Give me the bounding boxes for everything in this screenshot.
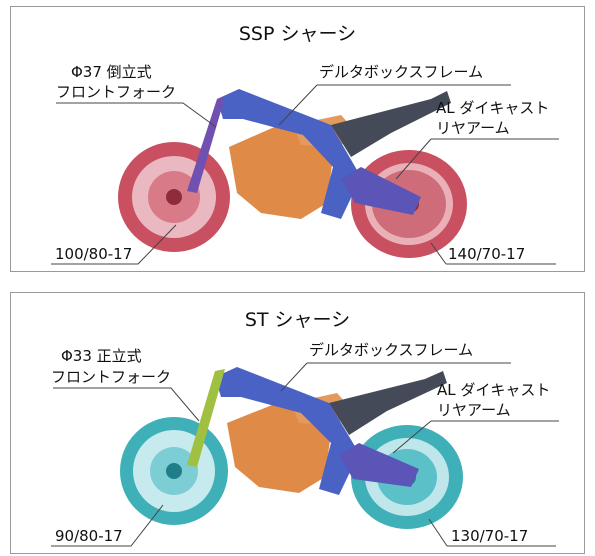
frame-label: デルタボックスフレーム: [319, 63, 484, 81]
rear-tire-label: 140/70-17: [448, 245, 526, 263]
leader-lines: [51, 362, 559, 547]
front-tire-label: 100/80-17: [55, 245, 133, 263]
front-tire-label: 90/80-17: [55, 527, 123, 545]
fork-label-line2: フロントフォーク: [51, 368, 172, 386]
subframe: [329, 371, 447, 435]
front-wheel: [118, 142, 230, 252]
swingarm: [341, 167, 421, 215]
subframe: [331, 91, 451, 157]
swingarm: [339, 443, 419, 487]
swingarm-label: AL ダイキャスト: [437, 381, 551, 399]
swingarm-label-line2: リヤアーム: [437, 401, 511, 419]
front-fork: [187, 369, 225, 467]
front-fork: [187, 97, 225, 193]
fork-label: Φ37 倒立式: [71, 63, 152, 81]
fork-label-line2: フロントフォーク: [56, 83, 177, 101]
fork-label: Φ33 正立式: [61, 347, 142, 365]
frame-label: デルタボックスフレーム: [309, 341, 474, 359]
rear-tire-label: 130/70-17: [451, 527, 529, 545]
swingarm-label-line2: リヤアーム: [436, 119, 510, 137]
deltabox-frame: [215, 367, 359, 495]
st-chassis-panel: ST シャーシ: [10, 292, 585, 554]
engine: [229, 125, 333, 219]
engine: [227, 403, 331, 493]
panel-title: SSP シャーシ: [238, 23, 357, 45]
leader-lines: [51, 84, 559, 265]
ssp-chassis-panel: SSP シャーシ: [10, 6, 585, 272]
swingarm-label: AL ダイキャスト: [436, 99, 550, 117]
st-chassis-illustration: [51, 362, 559, 547]
deltabox-frame: [217, 89, 361, 219]
ssp-chassis-illustration: [51, 84, 559, 265]
front-wheel: [120, 417, 228, 525]
panel-title: ST シャーシ: [244, 309, 351, 331]
